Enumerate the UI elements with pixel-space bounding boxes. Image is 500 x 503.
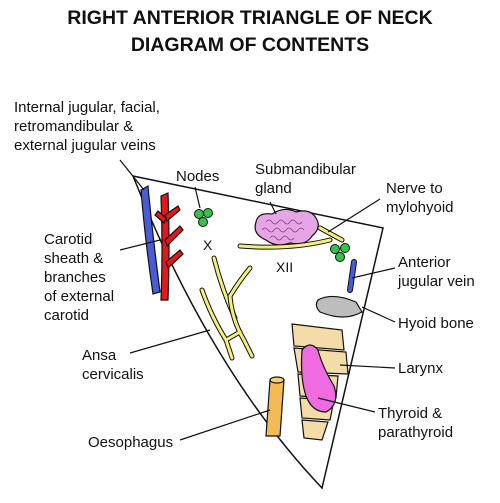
label-carotid: Carotid sheath & branches of external ca… [44,231,118,324]
label-oesophagus: Oesophagus [88,434,173,451]
label-anterior-jugular: Anterior jugular vein [397,254,475,290]
diagram-title-line-1: RIGHT ANTERIOR TRIANGLE OF NECK [67,7,432,29]
label-hyoid: Hyoid bone [398,315,474,332]
thyroid-gland [300,344,337,413]
nerve-to-mylohyoid-fill [318,226,344,242]
submandibular-gland-texture [261,219,305,241]
label-veins: Internal jugular, facial, retromandibula… [14,99,164,154]
anterior-jugular-vein-fill [348,260,356,292]
label-submandibular: Submandibular gland [255,161,360,197]
label-larynx: Larynx [398,360,444,377]
label-nodes: Nodes [176,168,219,185]
oesophagus-top [269,376,285,384]
hyoid-bone [315,295,363,318]
leader-lines [119,159,396,441]
hypoglossal-nerve [237,237,333,250]
carotid-artery [154,192,184,301]
submandibular-gland [254,208,319,246]
diagram-title-line-2: DIAGRAM OF CONTENTS [131,34,369,56]
label-nerve-to-mylohyoid: Nerve to mylohyoid [386,180,454,216]
ansa-cervicalis [199,265,255,361]
vagus-label: X [203,237,213,253]
label-thyroid: Thyroid & parathyroid [378,405,453,441]
nodes-lower [330,243,350,262]
nodes-upper [194,208,213,227]
internal-jugular-vein [140,185,161,295]
label-ansa: Ansa cervicalis [82,347,144,383]
hypoglossal-label: XII [276,259,293,275]
